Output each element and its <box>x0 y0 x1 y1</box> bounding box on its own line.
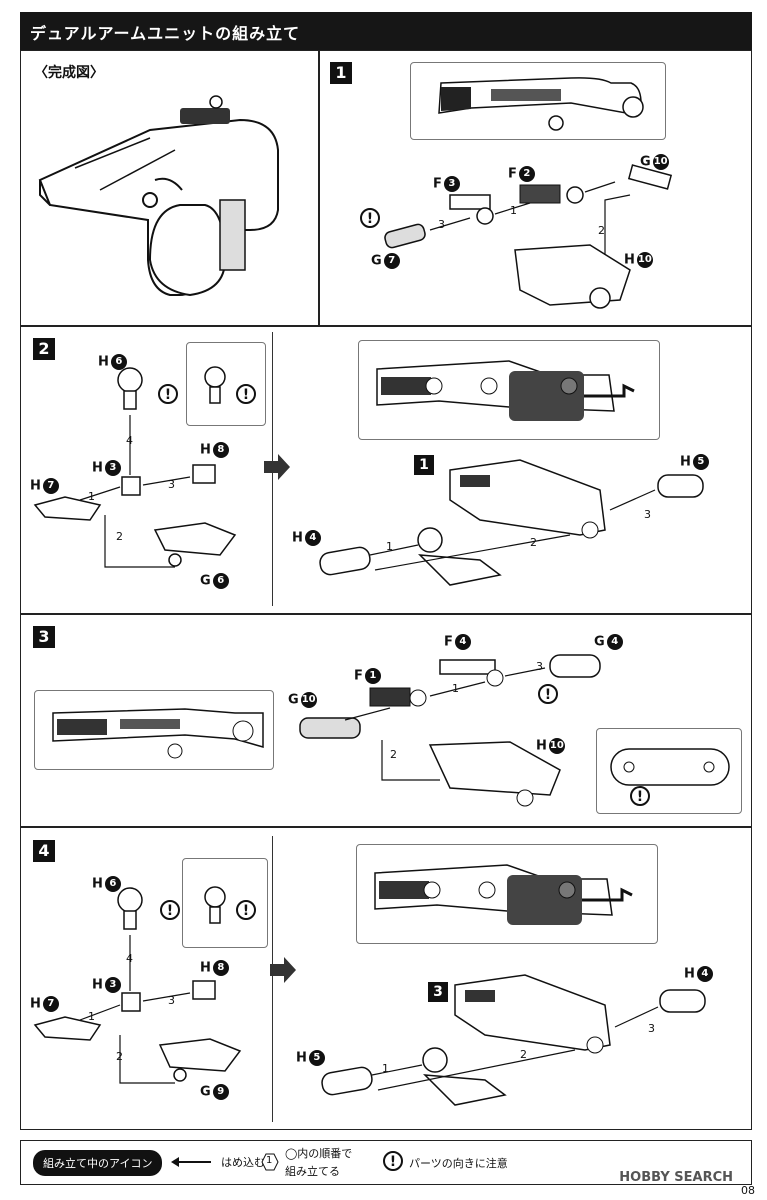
step-number: 1 <box>330 62 352 84</box>
order-marker: 1 <box>386 540 393 553</box>
detail-box <box>186 342 266 426</box>
page-number: 08 <box>741 1184 755 1197</box>
order-marker: 1 <box>88 1010 95 1023</box>
detail-box <box>596 728 742 814</box>
main-frame <box>20 50 752 1130</box>
hexagon-icon <box>261 1153 279 1171</box>
divider <box>318 50 320 325</box>
step2-main-parts <box>300 450 745 610</box>
next-arrow-icon <box>268 955 298 985</box>
orientation-caution-icon: ! <box>538 684 558 704</box>
order-marker: 2 <box>530 536 537 549</box>
orientation-caution-icon: ! <box>160 900 180 920</box>
completed-label: 〈完成図〉 <box>34 65 104 81</box>
completed-illustration <box>30 90 310 320</box>
order-marker: 3 <box>644 508 651 521</box>
orientation-caution-icon: ! <box>630 786 650 806</box>
orientation-caution-icon: ! <box>158 384 178 404</box>
result-preview-box <box>358 340 660 440</box>
orientation-caution-icon: ! <box>360 208 380 228</box>
order-marker: 3 <box>168 478 175 491</box>
page-title: デュアルアームユニットの組み立て <box>30 24 301 43</box>
order-marker: 3 <box>438 218 445 231</box>
result-preview-box <box>34 690 274 770</box>
divider <box>20 325 752 327</box>
order-marker: 1 <box>452 682 459 695</box>
order-marker: 3 <box>536 660 543 673</box>
step4-subparts <box>25 855 270 1125</box>
order-marker: 2 <box>390 748 397 761</box>
order-marker: 1 <box>88 490 95 503</box>
order-marker: 4 <box>126 952 133 965</box>
orientation-caution-icon: ! <box>236 900 256 920</box>
legend-order-number: 1 <box>266 1155 273 1166</box>
legend-orientation-text: パーツの向きに注意 <box>409 1157 508 1170</box>
divider <box>20 613 752 615</box>
divider <box>272 836 273 1122</box>
order-marker: 2 <box>116 1050 123 1063</box>
step-number: 3 <box>33 626 55 648</box>
result-preview-box <box>356 844 658 944</box>
step3-parts <box>290 630 610 810</box>
order-marker: 2 <box>116 530 123 543</box>
divider <box>20 826 752 828</box>
sub-assembly-tag: 1 <box>414 455 434 475</box>
orientation-caution-icon: ! <box>236 384 256 404</box>
orientation-caution-icon: ! <box>383 1151 403 1171</box>
order-marker: 1 <box>510 204 517 217</box>
order-marker: 2 <box>598 224 605 237</box>
order-marker: 1 <box>382 1062 389 1075</box>
legend-badge: 組み立て中のアイコン <box>33 1150 163 1176</box>
arrow-left-icon <box>171 1157 211 1167</box>
legend-order-text: 組み立てる <box>285 1165 340 1178</box>
order-marker: 3 <box>168 994 175 1007</box>
step4-main-parts <box>300 965 745 1125</box>
sub-assembly-tag: 3 <box>428 982 448 1002</box>
result-preview-box <box>410 62 666 140</box>
order-marker: 4 <box>126 434 133 447</box>
order-marker: 3 <box>648 1022 655 1035</box>
step2-subparts <box>25 335 270 605</box>
step1-parts <box>330 140 750 325</box>
legend-order-text: ◯内の順番で <box>285 1147 353 1160</box>
step-number: 2 <box>33 338 55 360</box>
order-marker: 2 <box>520 1048 527 1061</box>
title-bar: デュアルアームユニットの組み立て <box>20 12 752 50</box>
watermark: HOBBY SEARCH <box>619 1170 733 1185</box>
step-number: 4 <box>33 840 55 862</box>
legend-insert-text: はめ込む <box>221 1156 265 1169</box>
icon-legend: 組み立て中のアイコン はめ込む 1 ◯内の順番で 組み立てる ! パーツの向きに… <box>20 1140 752 1185</box>
next-arrow-icon <box>262 452 292 482</box>
